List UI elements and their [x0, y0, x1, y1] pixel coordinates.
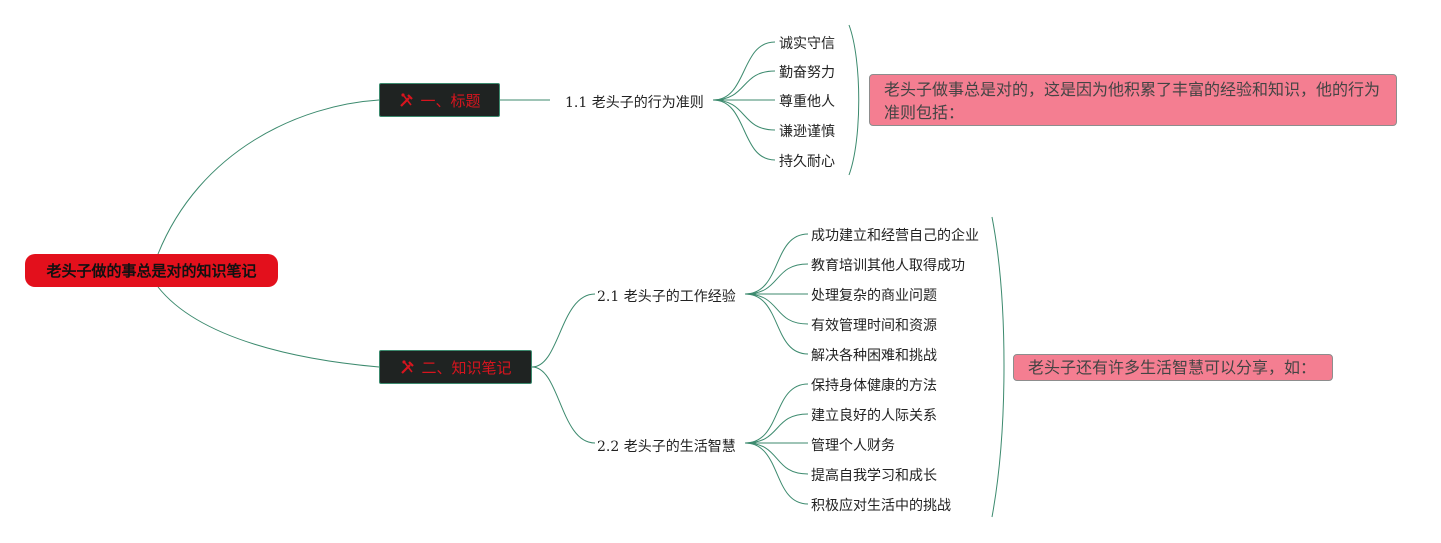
summary-brace-2	[991, 216, 1005, 518]
tools-icon	[400, 93, 414, 107]
connector-root-topic2	[157, 286, 380, 368]
leaf-node[interactable]: 诚实守信	[779, 36, 835, 52]
tools-icon	[401, 360, 415, 374]
connector-topic2-sub22	[531, 366, 596, 444]
leaf-node[interactable]: 管理个人财务	[811, 438, 895, 454]
leaf-node[interactable]: 积极应对生活中的挑战	[811, 498, 951, 514]
leaf-node[interactable]: 持久耐心	[779, 154, 835, 170]
leaf-node[interactable]: 尊重他人	[779, 94, 835, 110]
summary-note-knowledge[interactable]: 老头子还有许多生活智慧可以分享，如：	[1013, 354, 1333, 381]
subtopic-2-2[interactable]: 2.2 老头子的生活智慧	[597, 439, 736, 455]
leaf-node[interactable]: 成功建立和经营自己的企业	[811, 228, 979, 244]
connector-topic2-sub21	[531, 293, 596, 368]
leaf-node[interactable]: 勤奋努力	[779, 65, 835, 81]
summary-note-title[interactable]: 老头子做事总是对的，这是因为他积累了丰富的经验和知识，他的行为准则包括：	[869, 74, 1397, 126]
connector-root-topic1	[157, 99, 380, 255]
root-label: 老头子做的事总是对的知识笔记	[46, 262, 257, 280]
topic-label: 二、知识笔记	[421, 358, 512, 377]
topic-label: 一、标题	[420, 91, 481, 110]
subtopic-1-1[interactable]: 1.1 老头子的行为准则	[565, 95, 704, 111]
leaf-node[interactable]: 处理复杂的商业问题	[811, 288, 937, 304]
leaf-node[interactable]: 建立良好的人际关系	[811, 408, 937, 424]
leaf-node[interactable]: 谦逊谨慎	[779, 124, 835, 140]
subtopic-2-1[interactable]: 2.1 老头子的工作经验	[597, 289, 736, 305]
leaf-node[interactable]: 保持身体健康的方法	[811, 378, 937, 394]
topic-node-title[interactable]: 一、标题	[379, 83, 500, 117]
root-node[interactable]: 老头子做的事总是对的知识笔记	[25, 254, 278, 287]
leaf-node[interactable]: 有效管理时间和资源	[811, 318, 937, 334]
leaf-node[interactable]: 提高自我学习和成长	[811, 468, 937, 484]
topic-node-knowledge-notes[interactable]: 二、知识笔记	[379, 350, 532, 384]
leaf-node[interactable]: 解决各种困难和挑战	[811, 348, 937, 364]
leaf-node[interactable]: 教育培训其他人取得成功	[811, 258, 965, 274]
summary-brace-1	[848, 24, 860, 176]
